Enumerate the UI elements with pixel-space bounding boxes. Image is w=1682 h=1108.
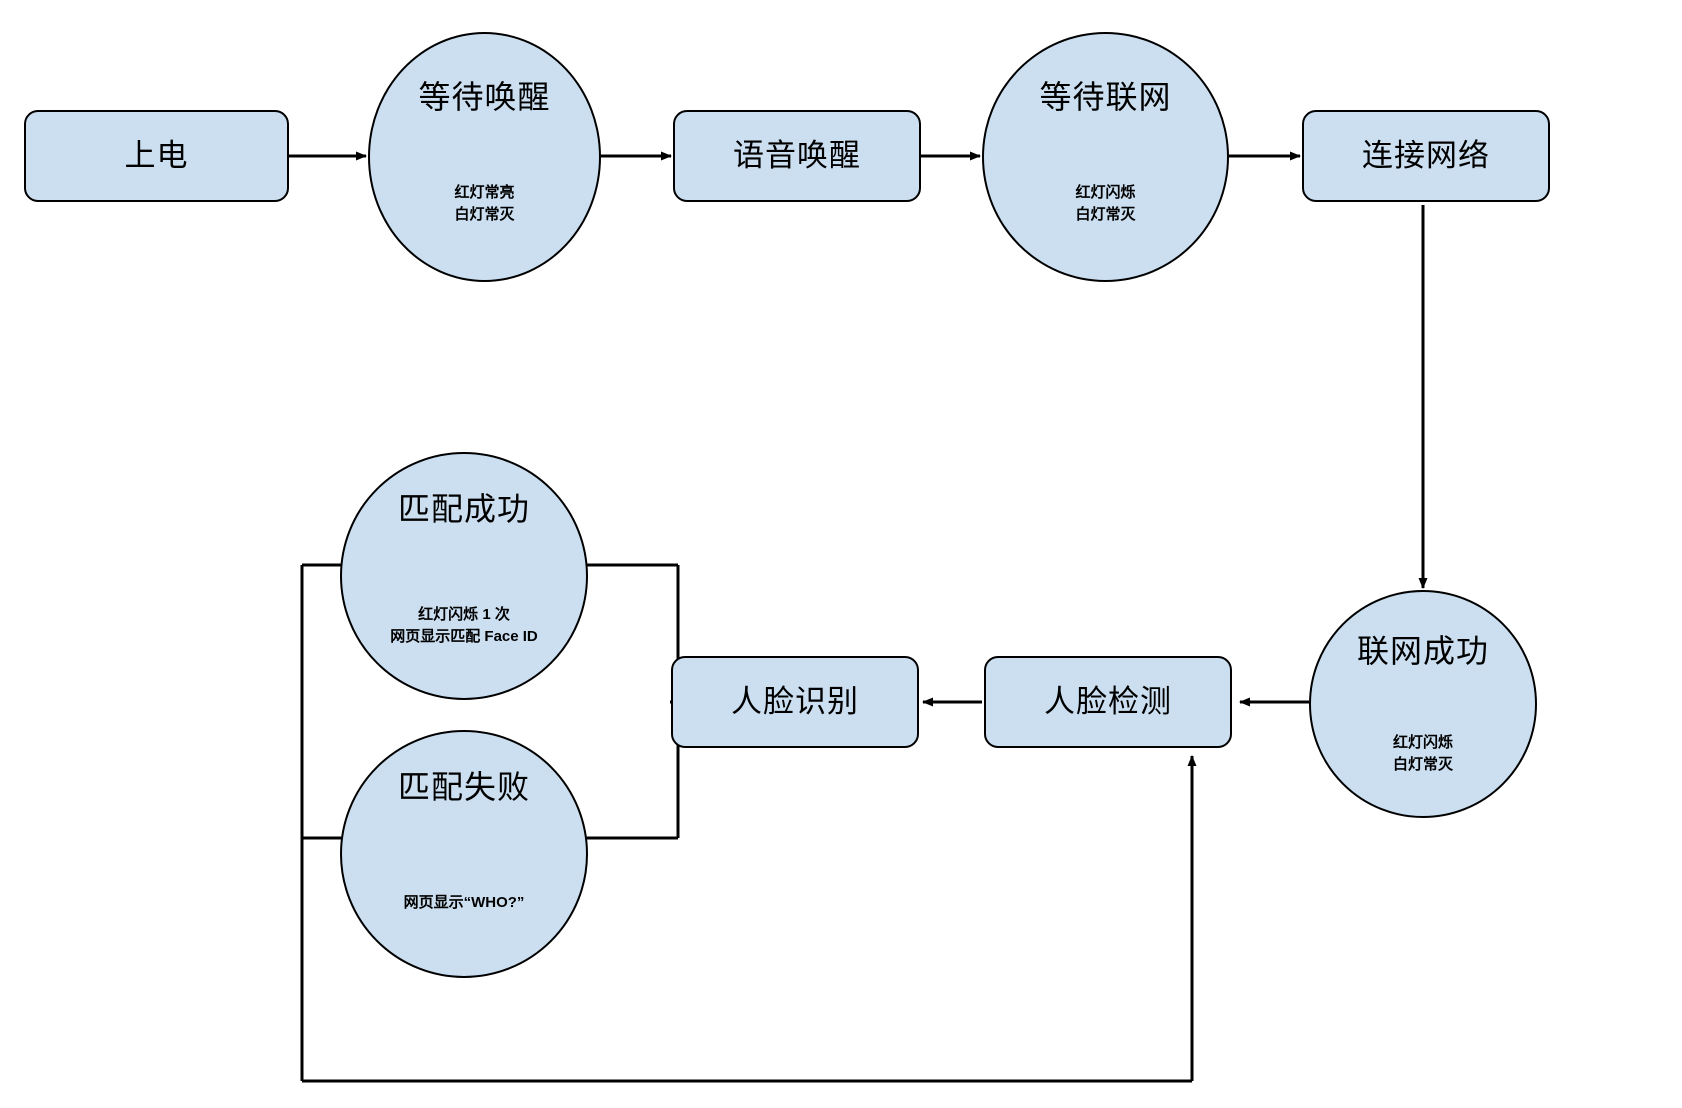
node-face-detect[interactable]: 人脸检测 [984, 656, 1232, 748]
node-voice-wake[interactable]: 语音唤醒 [673, 110, 921, 202]
node-wait-wake-sub: 红灯常亮 白灯常灭 [454, 184, 515, 223]
node-match-fail-sub: 网页显示“WHO?” [403, 894, 525, 911]
node-wait-network-title: 等待联网 [1039, 79, 1172, 115]
node-power-on[interactable]: 上电 [24, 110, 289, 202]
node-match-success-sub: 红灯闪烁 1 次 网页显示匹配 Face ID [390, 606, 538, 645]
node-wait-network-sub: 红灯闪烁 白灯常灭 [1075, 184, 1136, 223]
node-face-recognize-title: 人脸识别 [731, 683, 859, 719]
node-connect-network-title: 连接网络 [1362, 137, 1490, 173]
node-match-success-title: 匹配成功 [397, 491, 530, 527]
node-network-success-title: 联网成功 [1356, 633, 1489, 669]
node-network-success-sub: 红灯闪烁 白灯常灭 [1392, 734, 1453, 773]
node-match-success[interactable]: 匹配成功 红灯闪烁 1 次 网页显示匹配 Face ID [340, 452, 588, 700]
node-match-fail-title: 匹配失败 [397, 769, 530, 805]
node-wait-network[interactable]: 等待联网 红灯闪烁 白灯常灭 [982, 32, 1229, 282]
node-voice-wake-title: 语音唤醒 [733, 137, 861, 173]
node-network-success[interactable]: 联网成功 红灯闪烁 白灯常灭 [1309, 590, 1537, 818]
node-power-on-title: 上电 [124, 137, 189, 173]
node-face-detect-title: 人脸检测 [1044, 683, 1172, 719]
node-connect-network[interactable]: 连接网络 [1302, 110, 1550, 202]
node-face-recognize[interactable]: 人脸识别 [671, 656, 919, 748]
node-wait-wake[interactable]: 等待唤醒 红灯常亮 白灯常灭 [368, 32, 601, 282]
node-wait-wake-title: 等待唤醒 [418, 79, 551, 115]
node-match-fail[interactable]: 匹配失败 网页显示“WHO?” [340, 730, 588, 978]
